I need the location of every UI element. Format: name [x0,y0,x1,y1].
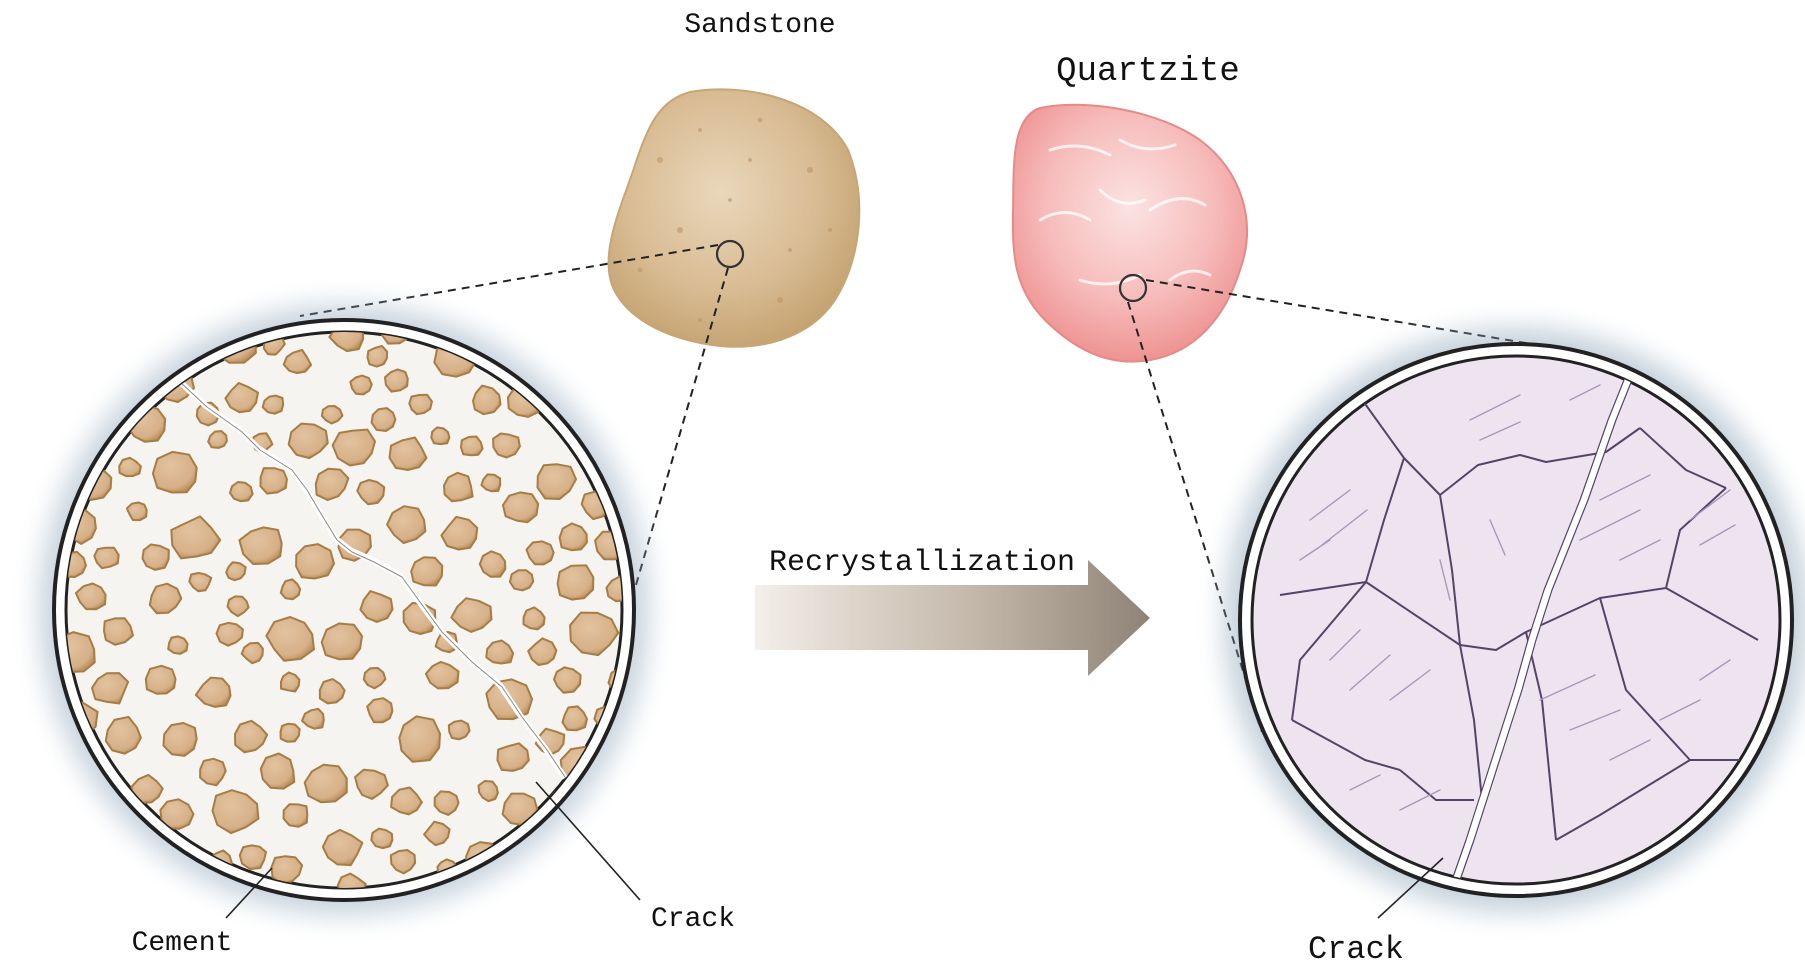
sand-grain [444,473,473,501]
cement-label: Cement [132,928,233,959]
sand-grain [368,346,388,367]
sand-grain [281,724,300,742]
sand-grain [296,544,334,578]
right-crack-label: Crack [1308,931,1404,965]
sand-grain [322,624,362,660]
sand-grain [240,845,266,869]
sand-grain [399,716,440,761]
sand-grain [350,376,372,395]
quartzite-title: Quartzite [1056,53,1240,91]
sand-grain [261,754,295,789]
process-label: Recrystallization [769,546,1075,580]
sandstone-magnified-view [9,275,679,945]
sand-grain [411,557,442,585]
sand-grain [461,437,483,456]
sand-grain [493,434,520,458]
sandstone-title: Sandstone [684,10,835,41]
sand-grain [143,545,169,570]
sand-grain [449,721,470,740]
sand-grain [503,492,538,522]
sand-grain [263,396,284,414]
sand-grain [261,468,287,494]
left-crack-label: Crack [651,904,735,935]
sand-grain [510,570,533,590]
sand-grain [371,829,392,849]
quartzite-magnified-view [1194,298,1805,942]
quartzite-rock [1013,105,1247,362]
sand-grain [372,408,396,431]
sand-grain [94,548,118,569]
sand-grain [558,565,594,599]
sand-grain [497,743,528,771]
sand-grain [284,804,308,827]
sand-grain [480,551,506,576]
sand-grain [431,427,449,444]
sand-grain [281,672,299,691]
sand-grain [481,474,500,491]
sand-grain [146,666,176,694]
sand-grain [230,482,253,501]
sand-grain [153,452,197,493]
sand-grain [560,523,587,550]
sand-grain [168,636,187,654]
sand-grain [164,723,197,756]
sand-grain [367,698,392,722]
sandstone-rock [609,89,860,346]
